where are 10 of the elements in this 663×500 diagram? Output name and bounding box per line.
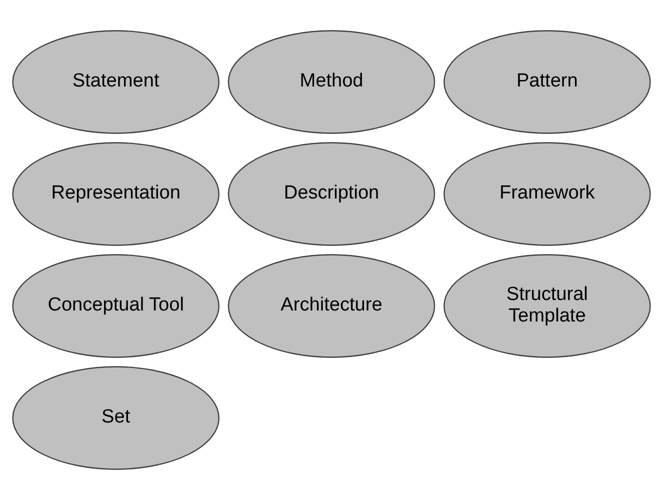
node-ellipse: Framework (444, 142, 651, 246)
node-ellipse: Pattern (444, 30, 651, 134)
node-ellipse: Conceptual Tool (12, 254, 220, 358)
node-ellipse: Set (12, 366, 220, 470)
node-ellipse: Description (228, 142, 436, 246)
node-ellipse: Architecture (228, 254, 436, 358)
node-ellipse: Representation (12, 142, 220, 246)
node-ellipse: Structural Template (444, 254, 651, 358)
node-ellipse: Statement (12, 30, 220, 134)
node-ellipse: Method (228, 30, 436, 134)
